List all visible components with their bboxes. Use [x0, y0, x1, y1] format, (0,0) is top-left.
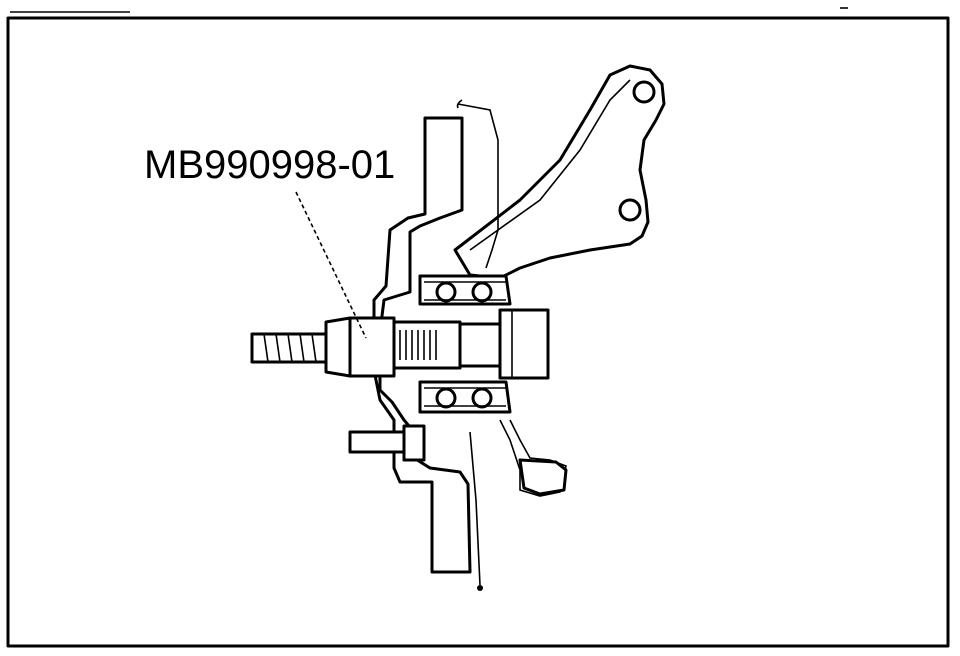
upper-bearing	[418, 274, 512, 306]
special-tool-assembly	[250, 308, 550, 380]
hub-body	[372, 99, 568, 591]
mounting-hole-lower	[618, 198, 642, 222]
lower-bearing	[418, 380, 512, 414]
mounting-hole-upper	[632, 80, 656, 104]
diagram-frame	[6, 7, 950, 648]
leader-line	[295, 191, 367, 339]
knuckle-upper-arm	[453, 64, 666, 280]
part-number-label: MB990998-01	[144, 143, 395, 187]
lower-stud-bolt	[348, 424, 426, 462]
